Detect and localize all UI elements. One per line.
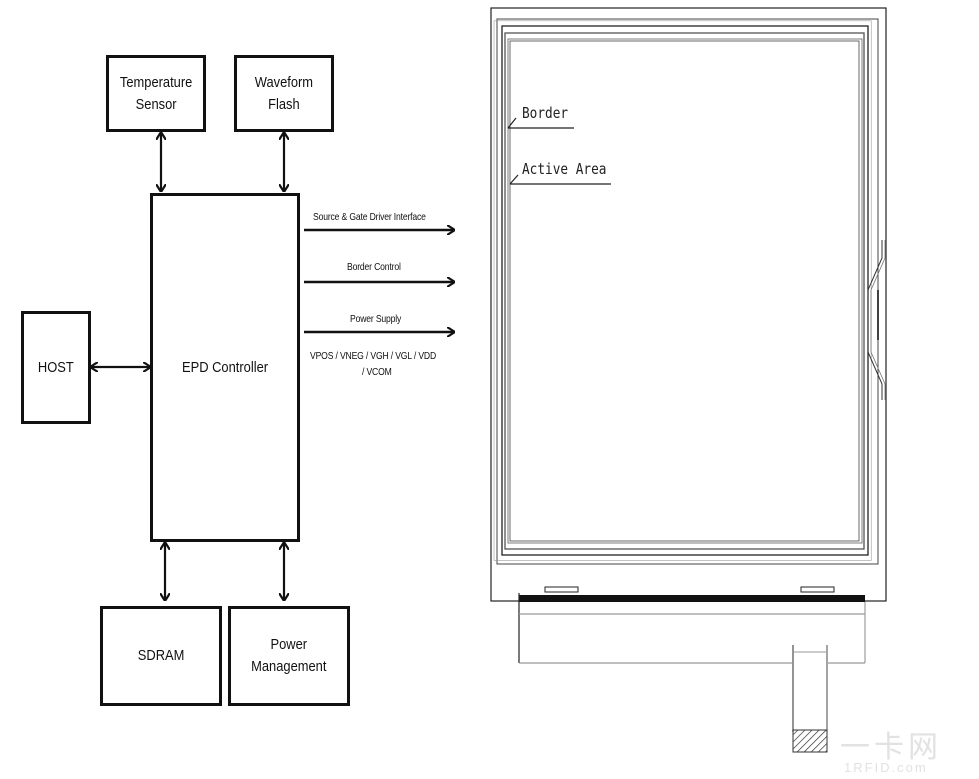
waveform-flash-label: Waveform Flash <box>254 73 314 113</box>
waveform-flash-block: Waveform Flash <box>234 55 334 132</box>
power-management-block: Power Management <box>228 606 350 706</box>
host-label: HOST <box>38 358 74 376</box>
power-supply-label: Power Supply <box>350 313 402 325</box>
sdram-label: SDRAM <box>137 647 185 664</box>
fpc-tail <box>518 586 866 753</box>
source-gate-interface-label: Source & Gate Driver Interface <box>313 211 426 223</box>
epd-controller-block: EPD Controller <box>150 193 300 542</box>
active-area-callout: Active Area <box>522 160 607 178</box>
watermark-latin: 1RFID.com <box>844 760 928 775</box>
epd-controller-label: EPD Controller <box>181 358 269 376</box>
power-rails-label-line1: VPOS / VNEG / VGH / VGL / VDD <box>310 350 437 362</box>
border-control-label: Border Control <box>347 261 401 273</box>
sdram-block: SDRAM <box>100 606 222 706</box>
cad-leaders <box>507 117 611 185</box>
watermark-cjk: 一卡网 <box>840 731 942 764</box>
border-callout: Border <box>522 104 569 122</box>
host-block: HOST <box>21 311 91 424</box>
power-management-label: Power Management <box>251 636 327 675</box>
temperature-sensor-block: Temperature Sensor <box>106 55 206 132</box>
display-outline <box>490 7 887 602</box>
temperature-sensor-label: Temperature Sensor <box>119 73 193 113</box>
power-rails-label-line2: / VCOM <box>362 366 392 378</box>
